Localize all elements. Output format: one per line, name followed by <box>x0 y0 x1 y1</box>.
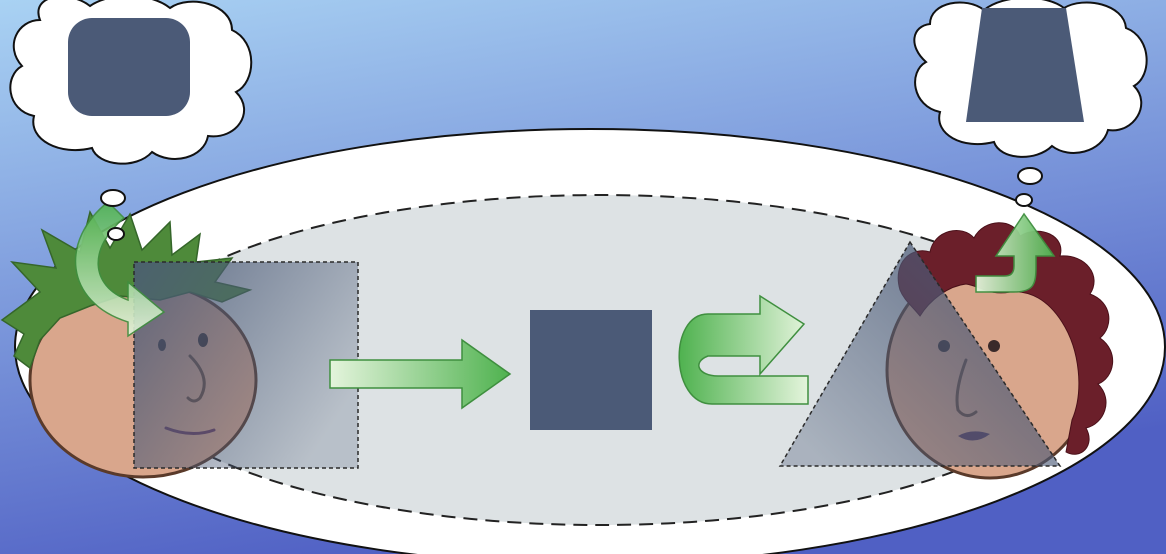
left-person <box>0 209 359 479</box>
rounded-square-icon <box>68 18 190 116</box>
right-up-arrow-icon <box>975 212 1056 293</box>
trapezoid-icon <box>966 8 1084 122</box>
right-triangle-overlay <box>778 240 1062 467</box>
u-turn-arrow-icon <box>678 294 809 405</box>
left-square-overlay <box>133 261 359 469</box>
right-thought-bubble-icon <box>913 0 1148 207</box>
left-curved-arrow-icon <box>74 200 166 338</box>
right-person-eye-icon <box>988 340 1000 352</box>
square-icon <box>530 310 652 430</box>
straight-arrow-icon <box>329 338 512 410</box>
left-person-hair-icon <box>0 209 253 370</box>
left-thought-bubble-icon <box>9 0 253 241</box>
right-person <box>778 222 1114 480</box>
